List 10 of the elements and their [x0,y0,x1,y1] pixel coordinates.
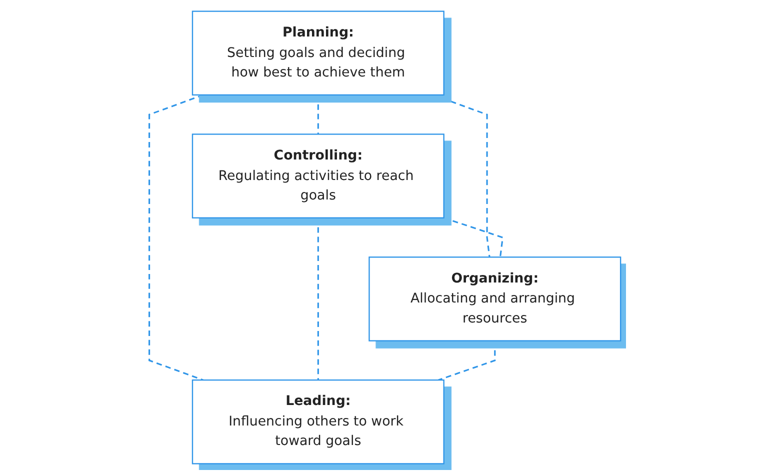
connector [438,340,496,381]
connector [316,94,319,134]
node-box: Planning: Setting goals and deciding how best to achieve them [191,10,444,96]
connector [316,218,319,380]
connector [443,217,504,258]
node-box: Leading: Influencing others to work toward goals [191,379,444,464]
node-box: Controlling: Regulating activities to reach goals [191,134,444,218]
node-box: Organizing: Allocating and arranging resources [368,256,621,342]
connector [148,94,204,381]
connector [432,94,490,258]
